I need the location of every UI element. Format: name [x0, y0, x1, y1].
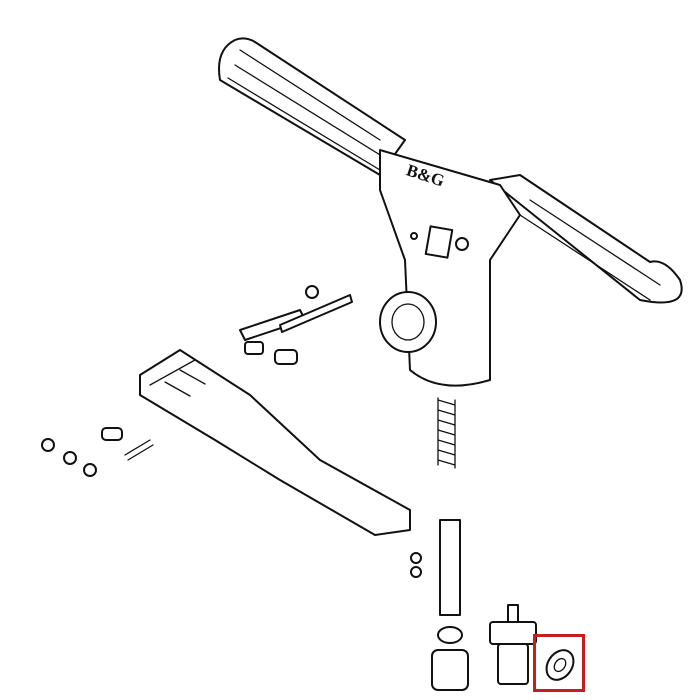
- pins-and-screws: [41, 285, 353, 477]
- threaded-fitting: [489, 604, 537, 685]
- center-spring: [437, 397, 456, 469]
- handle-body: [379, 149, 521, 387]
- right-grip: [489, 174, 683, 304]
- highlight-box: [533, 634, 585, 692]
- washer-part: [545, 649, 575, 681]
- left-grip: [218, 37, 406, 176]
- valve-stem: [410, 519, 469, 691]
- lever-arm: [139, 349, 411, 536]
